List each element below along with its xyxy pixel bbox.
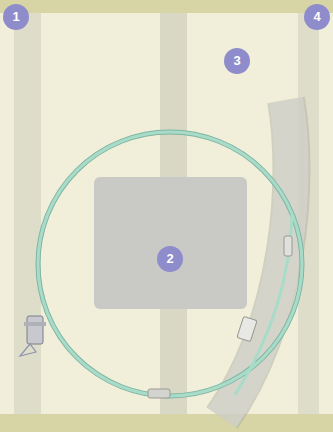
loop-catheter	[38, 132, 302, 396]
callout-number: 2	[157, 246, 183, 272]
callout-number: 4	[304, 4, 330, 30]
connector-body	[27, 316, 43, 344]
bottom-band	[0, 414, 333, 432]
connector-tip	[20, 344, 36, 356]
loop-outline	[38, 132, 302, 396]
inner-catheter	[235, 215, 292, 395]
grey-plate	[94, 177, 247, 309]
callout-number: 1	[3, 4, 29, 30]
sheath-fitting	[237, 316, 257, 341]
top-band	[0, 0, 333, 13]
left-stripe	[14, 0, 41, 432]
callout-number: 3	[224, 48, 250, 74]
connector-ring	[24, 322, 46, 326]
loop-fitting	[148, 389, 170, 398]
sheath-marker	[284, 236, 292, 256]
